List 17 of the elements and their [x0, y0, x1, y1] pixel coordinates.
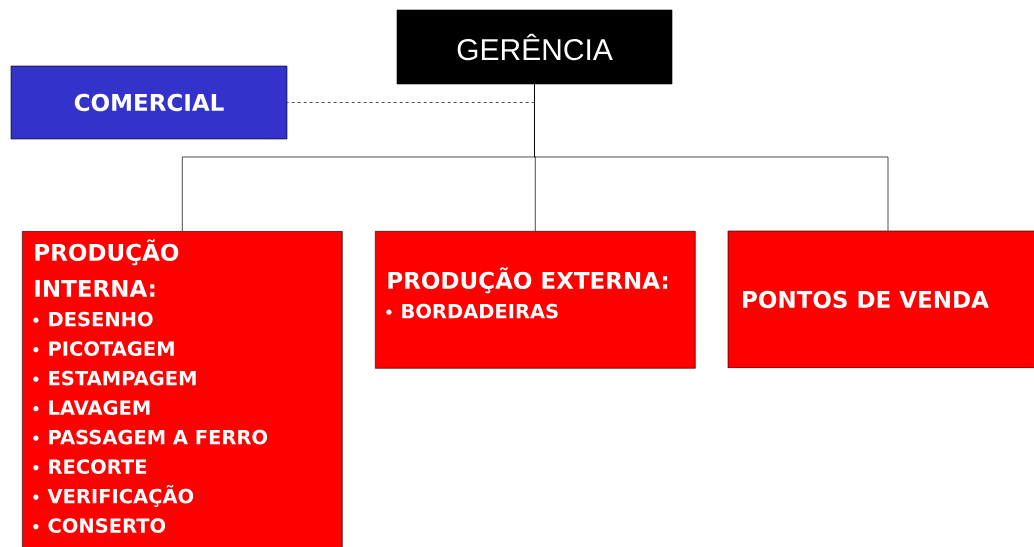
heading: PRODUÇÃO EXTERNA:	[388, 267, 668, 294]
list-item: BORDADEIRAS	[402, 303, 558, 319]
heading: PRODUÇÃO INTERNA:	[35, 239, 179, 297]
list-item: ESTAMPAGEM	[49, 370, 196, 386]
list-item: PASSAGEM A FERRO	[49, 429, 268, 445]
list-item: VERIFICAÇÃO	[47, 485, 194, 507]
list-item: DESENHO	[49, 311, 153, 327]
process-box	[22, 231, 343, 547]
list-item: RECORTE	[49, 459, 147, 474]
title-box: GERÊNCIA	[396, 9, 673, 85]
process-box	[375, 231, 696, 369]
process-box: PONTOS DE VENDA	[727, 230, 1034, 369]
connector-line	[534, 83, 889, 232]
list-item: PICOTAGEM	[49, 341, 174, 356]
list-item: LAVAGEM	[49, 400, 150, 415]
list-item: CONSERTO	[48, 518, 166, 533]
department-box: COMERCIAL	[10, 65, 288, 140]
